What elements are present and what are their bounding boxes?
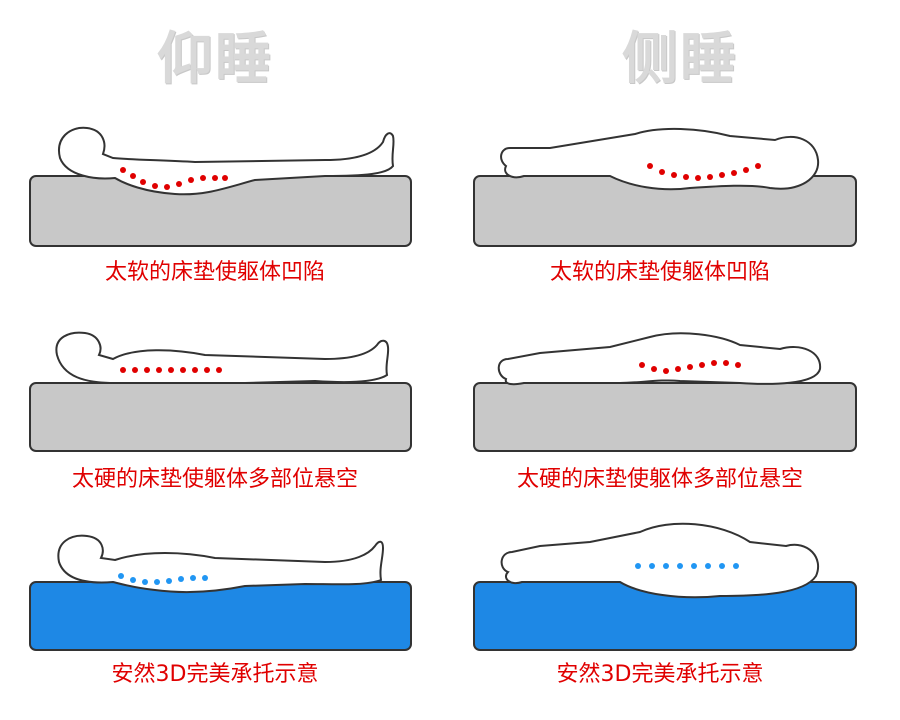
body-outline (500, 522, 819, 599)
spine-dots (639, 360, 741, 374)
caption-supine-soft: 太软的床垫使躯体凹陷 (104, 260, 325, 285)
spine-dots (635, 563, 739, 569)
spine-dots (120, 167, 228, 190)
body-outline (57, 534, 385, 594)
mattress (473, 382, 857, 452)
mattress (29, 382, 412, 452)
body-outline (58, 126, 395, 196)
spine-dots (118, 573, 208, 585)
spine-dots (647, 163, 761, 181)
panel-supine-soft (25, 118, 445, 318)
heading-side: 侧睡 (622, 26, 738, 92)
supine-3d-illustration (29, 534, 412, 651)
panel-side-soft (470, 118, 890, 318)
side-hard-illustration (473, 332, 857, 452)
side-3d-illustration (473, 522, 857, 651)
panel-supine-hard (25, 325, 445, 525)
caption-side-3d: 安然3D完美承托示意 (556, 662, 764, 687)
body-outline (500, 127, 820, 191)
supine-soft-illustration (29, 126, 412, 247)
body-outline (497, 332, 822, 386)
panel-side-3d (470, 520, 890, 720)
caption-side-soft: 太软的床垫使躯体凹陷 (549, 260, 770, 285)
supine-hard-illustration (29, 331, 412, 452)
spine-dots (120, 367, 222, 373)
panel-supine-3d (25, 520, 445, 720)
mattress (29, 581, 412, 651)
panel-side-hard (470, 325, 890, 525)
side-soft-illustration (473, 127, 857, 247)
body-outline (55, 331, 390, 384)
caption-side-hard: 太硬的床垫使躯体多部位悬空 (516, 467, 803, 492)
caption-supine-hard: 太硬的床垫使躯体多部位悬空 (71, 467, 358, 492)
heading-supine: 仰睡 (157, 26, 273, 92)
caption-supine-3d: 安然3D完美承托示意 (111, 662, 319, 687)
